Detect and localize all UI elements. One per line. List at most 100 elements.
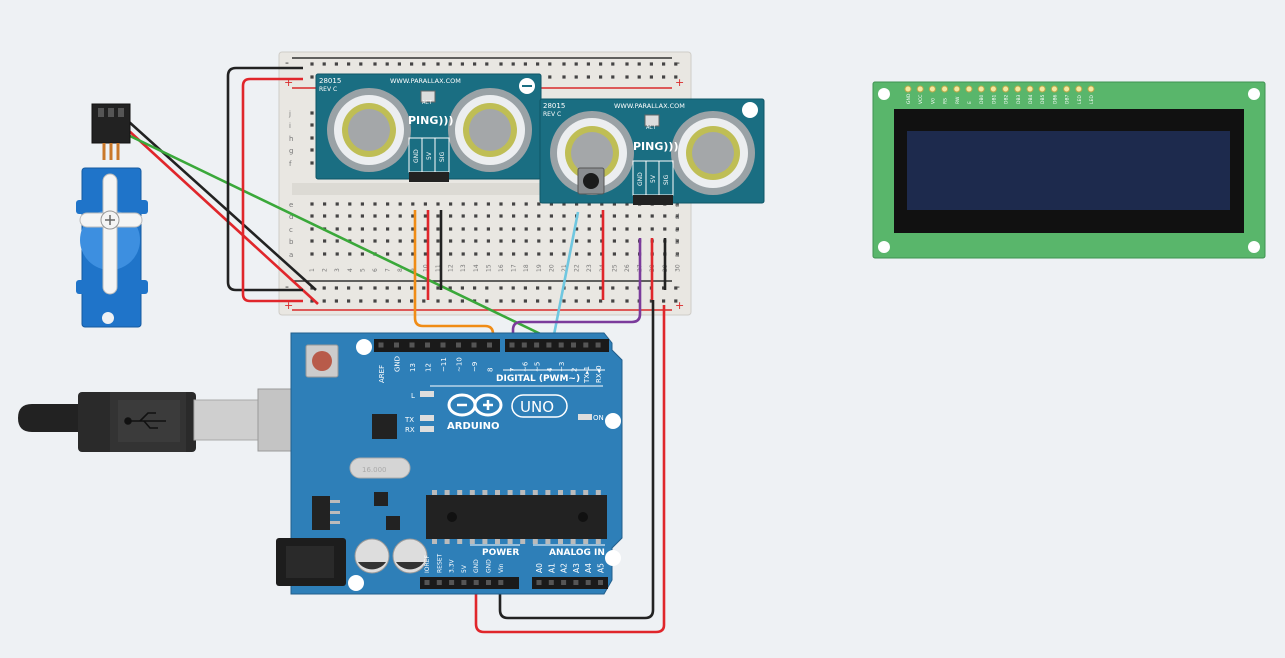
terminal-hole[interactable] bbox=[499, 239, 503, 243]
rail-hole[interactable] bbox=[674, 286, 678, 290]
rail-hole[interactable] bbox=[586, 62, 590, 66]
digital-pin-hole[interactable] bbox=[425, 342, 430, 348]
terminal-hole[interactable] bbox=[486, 227, 490, 231]
servo-motor[interactable] bbox=[76, 103, 148, 328]
lcd-pin[interactable] bbox=[989, 85, 997, 93]
terminal-hole[interactable] bbox=[612, 252, 616, 256]
terminal-hole[interactable] bbox=[575, 252, 579, 256]
rail-hole[interactable] bbox=[611, 75, 615, 79]
rail-hole[interactable] bbox=[310, 299, 314, 303]
terminal-hole[interactable] bbox=[524, 214, 528, 218]
rail-hole[interactable] bbox=[625, 286, 629, 290]
rail-hole[interactable] bbox=[422, 299, 426, 303]
rail-hole[interactable] bbox=[359, 299, 363, 303]
power-pin-hole[interactable] bbox=[424, 580, 430, 585]
terminal-hole[interactable] bbox=[411, 239, 415, 243]
rail-hole[interactable] bbox=[385, 286, 389, 290]
terminal-hole[interactable] bbox=[411, 252, 415, 256]
lcd-pin[interactable] bbox=[1050, 85, 1058, 93]
terminal-hole[interactable] bbox=[549, 214, 553, 218]
rail-hole[interactable] bbox=[334, 286, 338, 290]
power-pin-hole[interactable] bbox=[461, 580, 467, 585]
terminal-hole[interactable] bbox=[587, 214, 591, 218]
rail-hole[interactable] bbox=[649, 299, 653, 303]
rail-hole[interactable] bbox=[511, 299, 515, 303]
terminal-hole[interactable] bbox=[310, 202, 314, 206]
terminal-hole[interactable] bbox=[537, 239, 541, 243]
terminal-hole[interactable] bbox=[486, 239, 490, 243]
rail-hole[interactable] bbox=[548, 62, 552, 66]
rail-hole[interactable] bbox=[586, 75, 590, 79]
rail-hole[interactable] bbox=[499, 299, 503, 303]
terminal-hole[interactable] bbox=[335, 214, 339, 218]
terminal-hole[interactable] bbox=[512, 214, 516, 218]
analog-pin-hole[interactable] bbox=[573, 580, 579, 585]
terminal-hole[interactable] bbox=[436, 202, 440, 206]
servo-horn[interactable] bbox=[102, 173, 118, 295]
rail-hole[interactable] bbox=[599, 299, 603, 303]
terminal-hole[interactable] bbox=[348, 214, 352, 218]
terminal-hole[interactable] bbox=[650, 227, 654, 231]
power-pin-hole[interactable] bbox=[486, 580, 491, 585]
terminal-hole[interactable] bbox=[398, 227, 402, 231]
terminal-hole[interactable] bbox=[587, 227, 591, 231]
power-pin-hole[interactable] bbox=[498, 580, 504, 585]
terminal-hole[interactable] bbox=[335, 202, 339, 206]
terminal-hole[interactable] bbox=[600, 202, 604, 206]
rail-hole[interactable] bbox=[460, 286, 464, 290]
rail-hole[interactable] bbox=[662, 62, 666, 66]
rail-hole[interactable] bbox=[674, 75, 678, 79]
terminal-hole[interactable] bbox=[562, 239, 566, 243]
rail-hole[interactable] bbox=[662, 299, 666, 303]
rail-hole[interactable] bbox=[611, 62, 615, 66]
lcd-pin[interactable] bbox=[941, 85, 949, 93]
lcd-pin[interactable] bbox=[904, 85, 912, 93]
terminal-hole[interactable] bbox=[310, 161, 314, 165]
terminal-hole[interactable] bbox=[386, 227, 390, 231]
terminal-hole[interactable] bbox=[386, 239, 390, 243]
terminal-hole[interactable] bbox=[524, 202, 528, 206]
terminal-hole[interactable] bbox=[549, 227, 553, 231]
rail-hole[interactable] bbox=[310, 62, 314, 66]
rail-hole[interactable] bbox=[448, 62, 452, 66]
terminal-hole[interactable] bbox=[675, 239, 679, 243]
terminal-hole[interactable] bbox=[461, 227, 465, 231]
terminal-hole[interactable] bbox=[549, 239, 553, 243]
rail-hole[interactable] bbox=[385, 62, 389, 66]
terminal-hole[interactable] bbox=[625, 252, 629, 256]
digital-pin-hole[interactable] bbox=[471, 342, 477, 348]
rail-hole[interactable] bbox=[485, 62, 489, 66]
rail-hole[interactable] bbox=[373, 62, 377, 66]
analog-pin-hole[interactable] bbox=[598, 580, 603, 585]
terminal-hole[interactable] bbox=[310, 148, 314, 152]
terminal-hole[interactable] bbox=[310, 136, 314, 140]
terminal-hole[interactable] bbox=[373, 239, 377, 243]
rail-hole[interactable] bbox=[436, 299, 440, 303]
rail-hole[interactable] bbox=[410, 299, 414, 303]
rail-hole[interactable] bbox=[599, 75, 603, 79]
terminal-hole[interactable] bbox=[537, 227, 541, 231]
terminal-hole[interactable] bbox=[625, 214, 629, 218]
ping-sensor-1[interactable]: 28015 REV C WWW.PARALLAX.COM ACT PING)))… bbox=[315, 73, 542, 182]
terminal-hole[interactable] bbox=[524, 227, 528, 231]
lcd-pin[interactable] bbox=[953, 85, 961, 93]
terminal-hole[interactable] bbox=[524, 239, 528, 243]
rail-hole[interactable] bbox=[574, 75, 578, 79]
digital-pin-hole[interactable] bbox=[571, 342, 576, 348]
terminal-hole[interactable] bbox=[612, 202, 616, 206]
lcd-pin[interactable] bbox=[965, 85, 973, 93]
rail-hole[interactable] bbox=[460, 299, 464, 303]
terminal-hole[interactable] bbox=[675, 227, 679, 231]
lcd-pin[interactable] bbox=[1002, 85, 1010, 93]
terminal-hole[interactable] bbox=[411, 227, 415, 231]
terminal-hole[interactable] bbox=[335, 239, 339, 243]
lcd-pin[interactable] bbox=[1075, 85, 1083, 93]
rail-hole[interactable] bbox=[322, 299, 326, 303]
terminal-hole[interactable] bbox=[638, 227, 642, 231]
rail-hole[interactable] bbox=[574, 62, 578, 66]
terminal-hole[interactable] bbox=[310, 252, 314, 256]
digital-pin-hole[interactable] bbox=[409, 342, 415, 348]
digital-pin-hole[interactable] bbox=[378, 342, 384, 348]
rail-hole[interactable] bbox=[373, 299, 377, 303]
